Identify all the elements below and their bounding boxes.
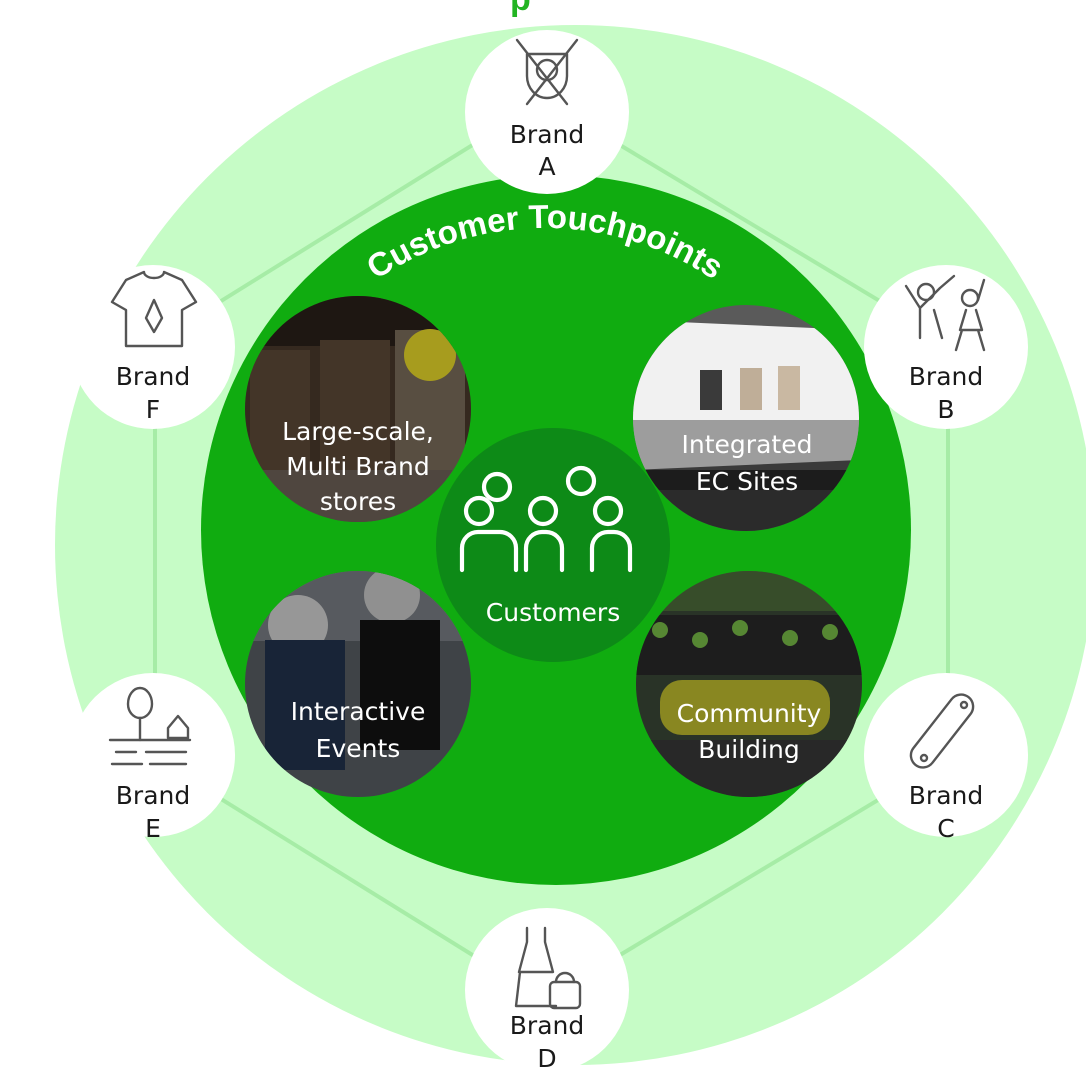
brand-d-label-1: Brand <box>510 1011 584 1040</box>
brand-d-label-2: D <box>537 1044 556 1073</box>
dancing-people-icon <box>904 274 986 352</box>
brand-a: Brand A <box>465 30 629 194</box>
community-label-line-2: Building <box>698 735 799 764</box>
customers-label: Customers <box>486 598 620 627</box>
touchpoint-events <box>245 571 471 797</box>
brand-f: Brand F <box>71 265 235 429</box>
brand-c-label-2: C <box>937 814 954 843</box>
brand-e-label-2: E <box>145 814 161 843</box>
touchpoint-events-label: Interactive Events <box>291 697 426 763</box>
brand-c: Brand C <box>864 673 1028 843</box>
community-label-line-1: Community <box>677 699 822 728</box>
brand-c-label-1: Brand <box>909 781 983 810</box>
brand-b-label-1: Brand <box>909 362 983 391</box>
ec-label-line-1: Integrated <box>682 430 813 459</box>
touchpoint-community-label: Community Building <box>677 699 822 764</box>
events-label-line-1: Interactive <box>291 697 426 726</box>
people-icon <box>459 465 633 573</box>
dress-and-bag-icon <box>514 926 582 1010</box>
top-title-fragment: p <box>510 0 531 18</box>
touchpoint-stores-label: Large-scale, Multi Brand stores <box>282 417 434 516</box>
brand-b-label-2: B <box>937 395 954 424</box>
stores-label-line-2: Multi Brand <box>286 452 430 481</box>
customers-circle <box>436 428 670 662</box>
brand-e-label-1: Brand <box>116 781 190 810</box>
stores-label-line-3: stores <box>320 487 396 516</box>
ec-label-line-2: EC Sites <box>696 467 798 496</box>
brand-a-label-2: A <box>538 152 555 181</box>
brand-a-label-1: Brand <box>510 120 584 149</box>
skateboard-icon <box>909 693 975 769</box>
tshirt-pen-icon <box>110 270 198 348</box>
brand-f-label-2: F <box>146 395 160 424</box>
brand-e: Brand E <box>71 673 235 843</box>
brand-d: Brand D <box>465 908 629 1073</box>
store-sign-icon <box>404 329 456 381</box>
touchpoint-ec-sites-label: Integrated EC Sites <box>682 430 813 496</box>
events-label-line-2: Events <box>316 734 401 763</box>
stores-label-line-1: Large-scale, <box>282 417 434 446</box>
brand-b: Brand B <box>864 265 1028 429</box>
brand-f-label-1: Brand <box>116 362 190 391</box>
touchpoint-ec-sites <box>633 305 859 531</box>
outdoor-landscape-icon <box>108 686 192 766</box>
golf-crest-icon <box>515 38 579 106</box>
